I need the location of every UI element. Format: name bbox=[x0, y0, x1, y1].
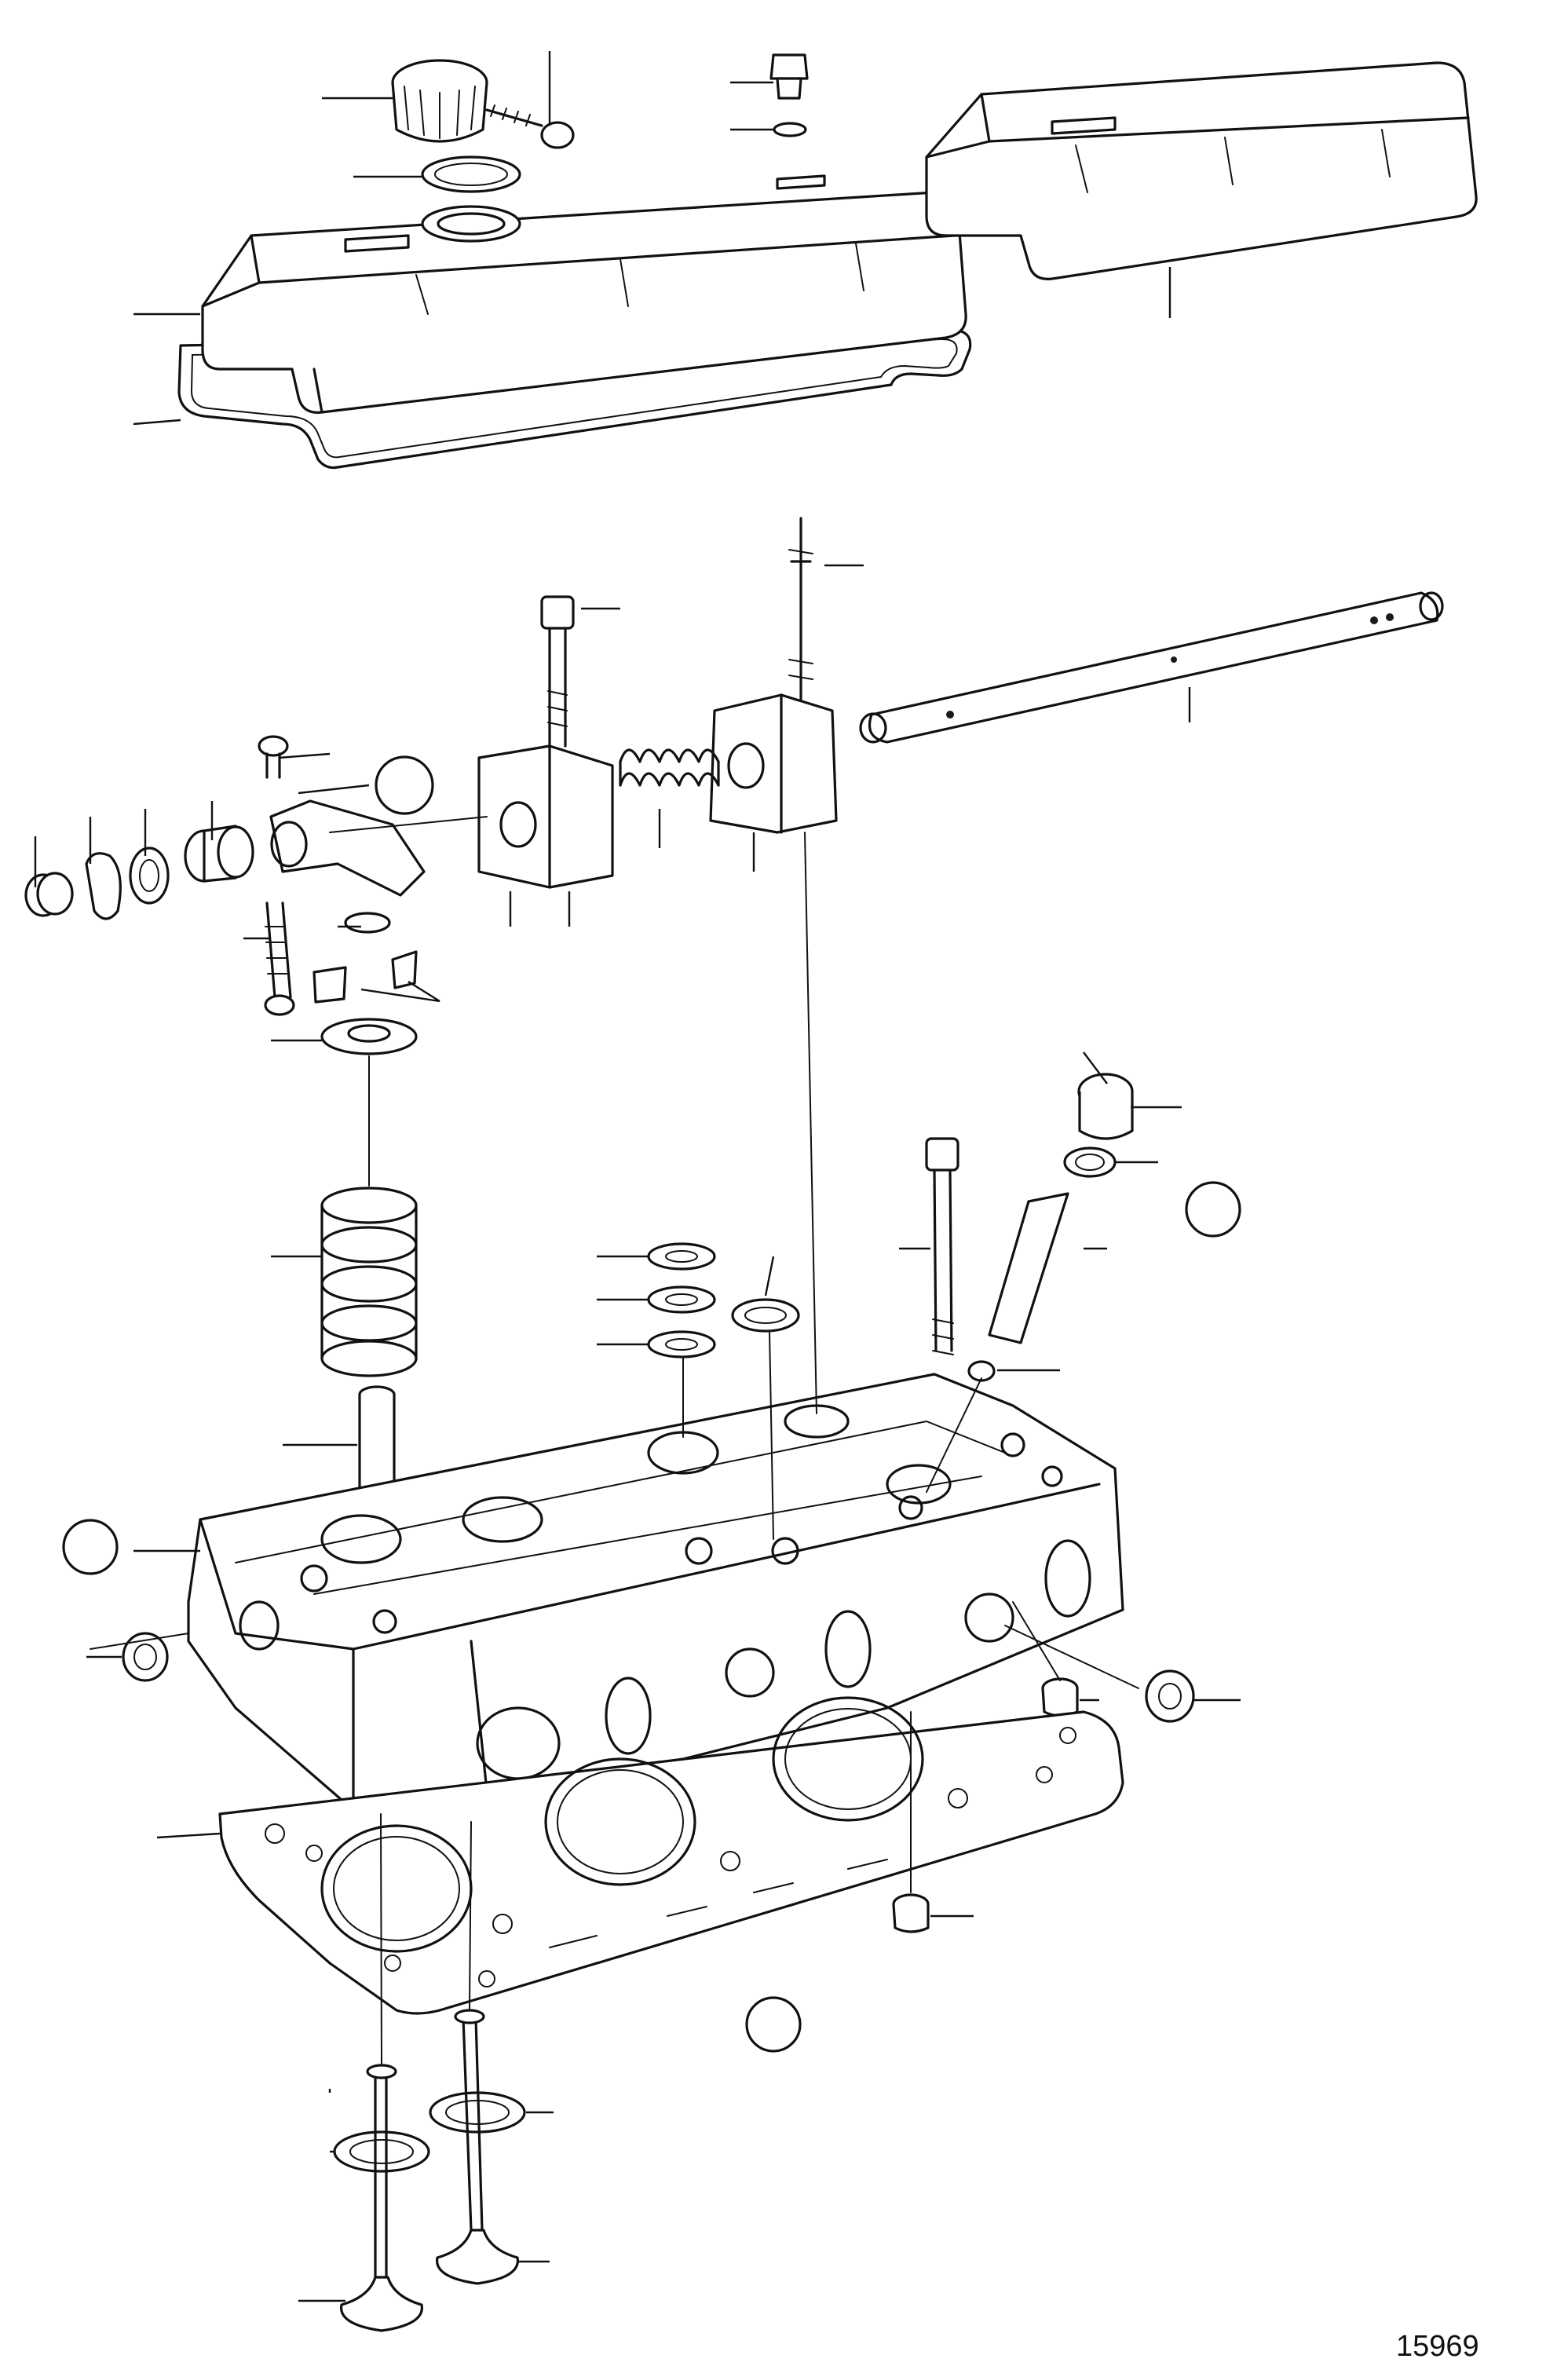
injector-sleeve bbox=[967, 1073, 1134, 1382]
rocker-shaft bbox=[859, 591, 1444, 744]
core-plug-left bbox=[122, 1632, 169, 1682]
leader-lines bbox=[34, 51, 1241, 2302]
reference-circles bbox=[62, 755, 1241, 2053]
rocker-circlip bbox=[85, 852, 122, 920]
valve-guide bbox=[358, 1385, 396, 1501]
rocker-bracket bbox=[477, 693, 838, 889]
valve-collets bbox=[313, 950, 418, 1004]
shaft-end-plug bbox=[24, 872, 74, 917]
core-plug-right bbox=[1145, 1669, 1195, 1723]
rocker-spring bbox=[619, 748, 720, 787]
inlet-valve bbox=[333, 2064, 430, 2332]
bracket-stud bbox=[788, 517, 813, 700]
drain-plug-upper bbox=[1041, 1677, 1079, 1717]
key-circle-injector bbox=[1185, 1181, 1241, 1238]
drawing-reference-number: 15969 bbox=[1396, 2330, 1479, 2363]
rocker-bushing bbox=[184, 825, 254, 883]
filler-neck bbox=[421, 205, 521, 243]
cylinder-head bbox=[187, 1373, 1124, 1812]
key-circle-head bbox=[62, 1519, 119, 1575]
cap-screw bbox=[485, 104, 575, 149]
breather-nipple bbox=[769, 53, 809, 100]
valve-cover-gasket bbox=[177, 328, 972, 470]
adjuster-screw bbox=[264, 901, 295, 1016]
spring-cap bbox=[320, 1018, 418, 1055]
spacer-washers bbox=[647, 1242, 800, 1359]
filler-seal bbox=[421, 155, 521, 193]
rocker-washer bbox=[129, 847, 170, 905]
head-bolt bbox=[925, 1137, 959, 1355]
exhaust-valve bbox=[429, 2009, 526, 2285]
bracket-bolt bbox=[540, 595, 575, 748]
drain-plug-lower bbox=[892, 1893, 930, 1933]
key-circle-gasket bbox=[745, 1996, 802, 2053]
valve-retainer-top bbox=[344, 912, 391, 934]
key-circle-rocker bbox=[375, 755, 434, 815]
valve-cover-front bbox=[201, 174, 967, 414]
valve-cover-rear bbox=[925, 61, 1478, 280]
oil-filler-cap bbox=[391, 59, 488, 143]
nipple-washer bbox=[773, 122, 807, 137]
valve-spring bbox=[320, 1187, 418, 1377]
head-gasket bbox=[218, 1696, 1124, 2015]
rocker-arm bbox=[258, 735, 426, 897]
assembly-lines bbox=[90, 816, 1139, 2066]
